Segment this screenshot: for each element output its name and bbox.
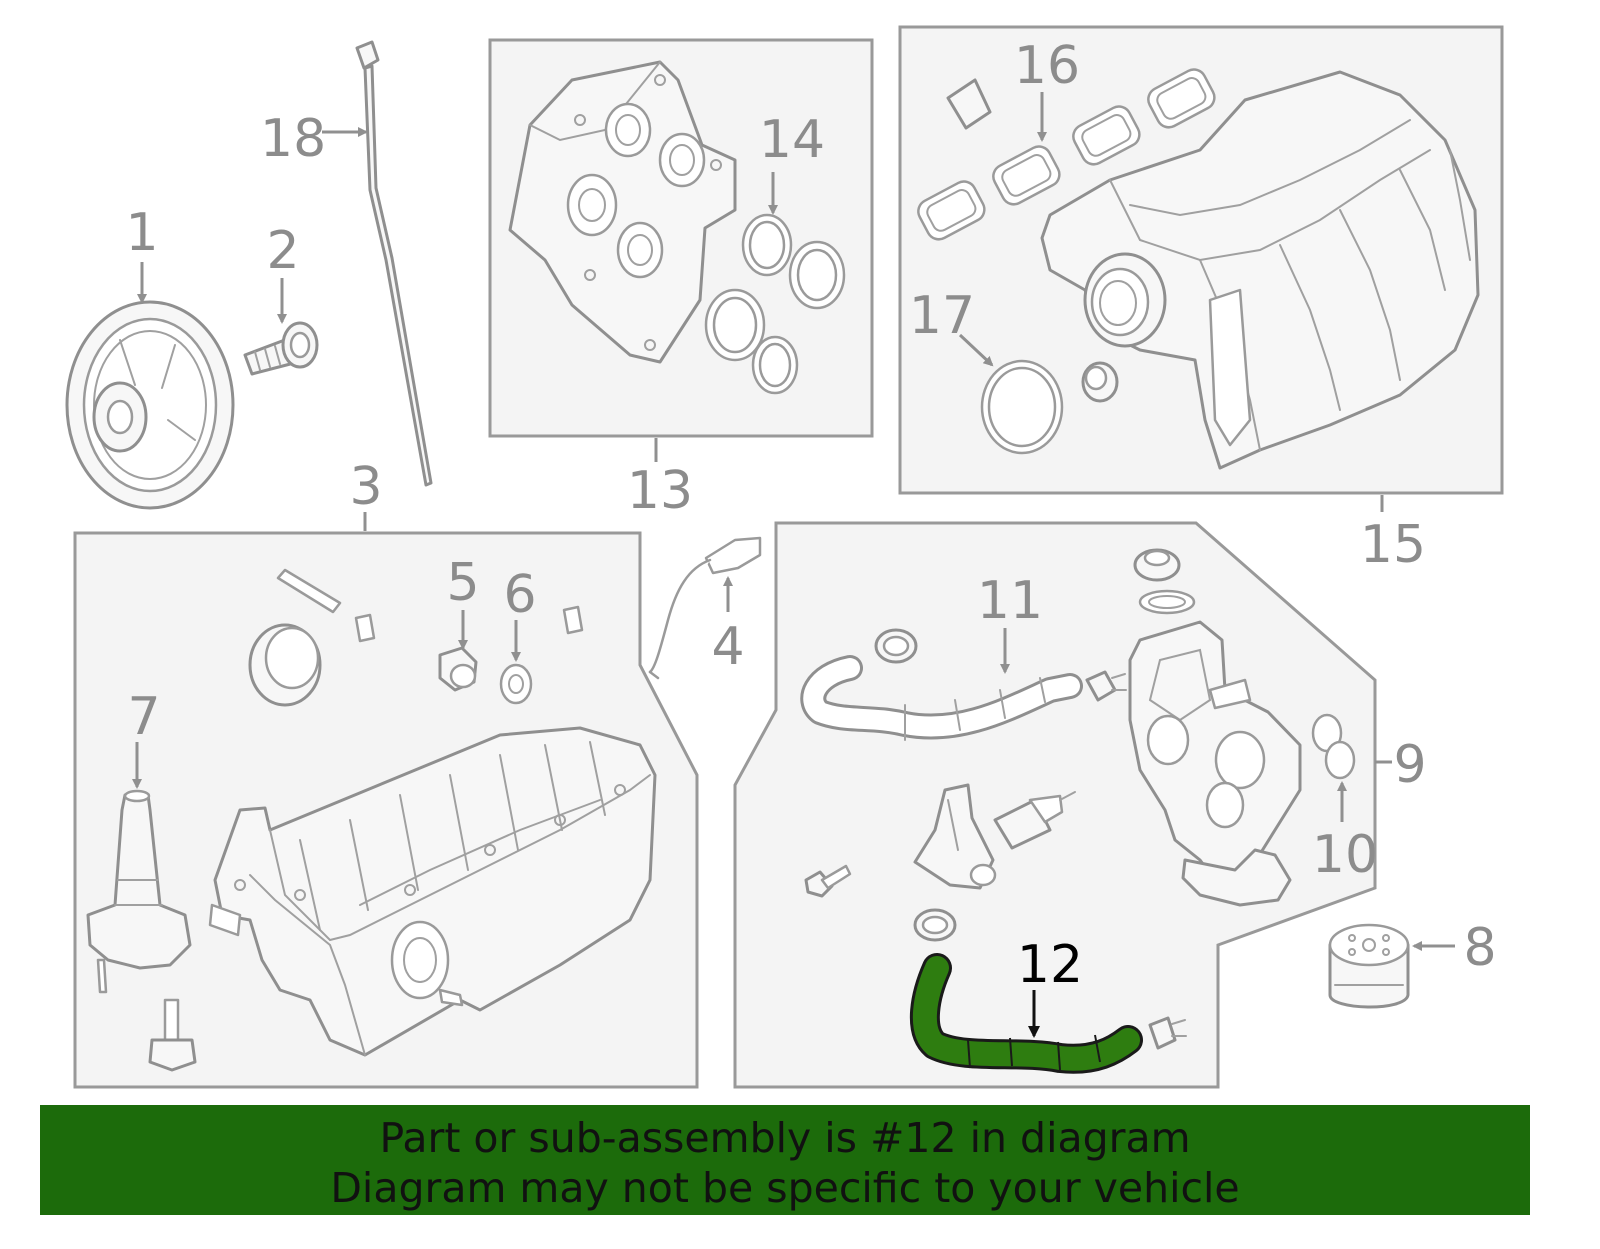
manifold-fitting xyxy=(1081,361,1119,403)
intake-gaskets xyxy=(917,68,1216,241)
banner-line-2: Diagram may not be specific to your vehi… xyxy=(330,1164,1240,1212)
callout-13: 13 xyxy=(627,461,693,521)
housing-o-rings xyxy=(1311,713,1356,780)
notice-banner: Part or sub-assembly is #12 in diagram D… xyxy=(40,1105,1530,1215)
bolt xyxy=(243,321,319,376)
callout-18: 18 xyxy=(260,109,326,169)
bleeder-fitting xyxy=(1085,670,1127,702)
callout-5: 5 xyxy=(446,553,479,613)
hose-clamp-upper xyxy=(874,628,918,664)
callout-10: 10 xyxy=(1312,825,1378,885)
coolant-outlet xyxy=(913,783,997,890)
pan-dowel xyxy=(276,568,342,614)
o-ring-set xyxy=(704,213,846,395)
oil-filter-housing xyxy=(1128,620,1302,907)
callout-4: 4 xyxy=(711,617,744,677)
callout-12-highlighted: 12 xyxy=(1017,935,1083,995)
callout-3: 3 xyxy=(349,457,382,517)
pan-sleeve-2 xyxy=(562,605,584,635)
oil-cooler-housing xyxy=(508,60,737,364)
callout-1: 1 xyxy=(125,203,158,263)
banner-line-1: Part or sub-assembly is #12 in diagram xyxy=(379,1114,1191,1162)
outlet-bolt xyxy=(804,864,852,898)
callout-7: 7 xyxy=(127,687,160,747)
housing-gasket-1 xyxy=(1133,548,1181,582)
temp-sensor xyxy=(993,791,1076,850)
callout-9: 9 xyxy=(1393,735,1426,795)
oil-level-sensor xyxy=(86,789,192,994)
pan-bolt xyxy=(148,998,197,1072)
callout-16: 16 xyxy=(1014,36,1080,96)
callout-15: 15 xyxy=(1360,515,1426,575)
drain-washer xyxy=(499,663,533,705)
callout-14: 14 xyxy=(759,110,825,170)
intake-manifold xyxy=(1040,70,1480,470)
oil-filter xyxy=(1328,923,1410,1009)
hose-fitting-lower xyxy=(1148,1016,1187,1050)
pan-seal xyxy=(248,623,322,707)
dipstick xyxy=(355,40,433,487)
pulley xyxy=(65,300,235,510)
callout-11: 11 xyxy=(977,571,1043,631)
oil-pressure-sensor xyxy=(648,536,762,680)
throttle-body-o-ring xyxy=(980,359,1064,455)
lower-coolant-hose-highlighted xyxy=(909,908,1143,1074)
pan-sleeve-1 xyxy=(354,613,376,643)
oil-pan xyxy=(208,726,657,1057)
callout-2: 2 xyxy=(266,221,299,281)
upper-coolant-hose xyxy=(800,655,1083,741)
callout-17: 17 xyxy=(909,286,975,346)
leader-17 xyxy=(958,333,994,367)
callout-6: 6 xyxy=(503,565,536,625)
drain-plug xyxy=(438,646,478,692)
housing-gasket-2 xyxy=(1138,589,1196,615)
callout-8: 8 xyxy=(1463,918,1496,978)
